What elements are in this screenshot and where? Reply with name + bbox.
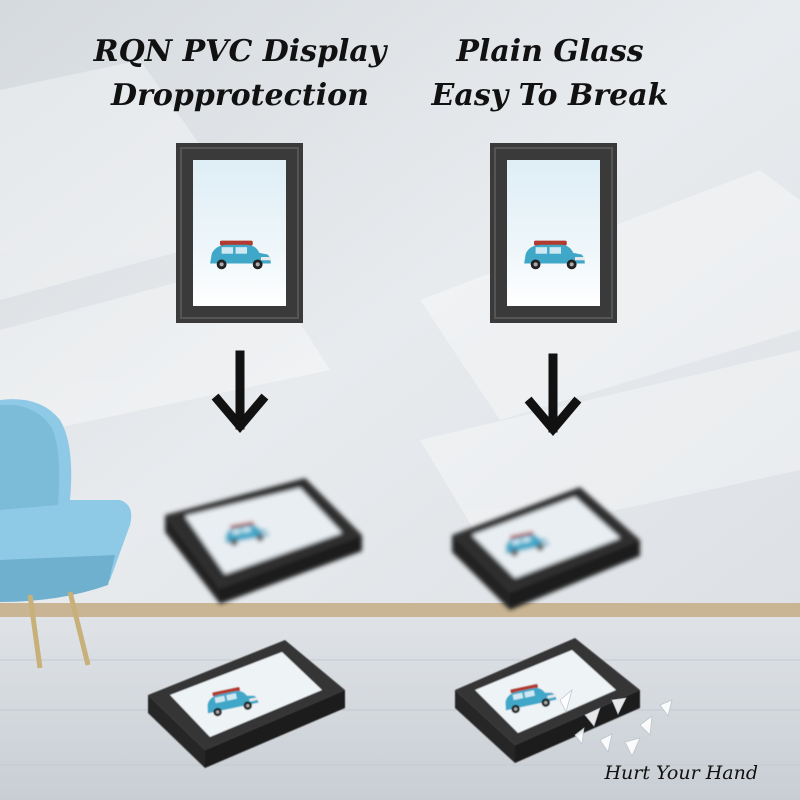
- right-headline-line1: Plain Glass: [456, 34, 644, 69]
- left-landed-frame: [148, 640, 345, 768]
- baseboard: [0, 603, 800, 617]
- hurt-caption: Hurt Your Hand: [604, 762, 758, 784]
- right-headline-line2: Easy To Break: [431, 78, 669, 113]
- left-hanging-frame: [176, 143, 303, 323]
- glass-shards-icon: [559, 688, 673, 757]
- arrow-down-icon: [524, 353, 582, 436]
- left-headline-line1: RQN PVC Display: [93, 34, 387, 69]
- left-falling-frame: [165, 478, 362, 604]
- armchair-icon: [0, 399, 132, 669]
- right-hanging-frame: [490, 143, 617, 323]
- right-headline: Plain Glass Easy To Break: [370, 30, 730, 118]
- arrow-down-icon: [211, 350, 269, 433]
- wall: [0, 0, 800, 610]
- left-headline-line2: Dropprotection: [111, 78, 369, 113]
- right-falling-frame: [452, 487, 640, 610]
- right-landed-frame: [455, 638, 640, 763]
- left-headline: RQN PVC Display Dropprotection: [60, 30, 420, 118]
